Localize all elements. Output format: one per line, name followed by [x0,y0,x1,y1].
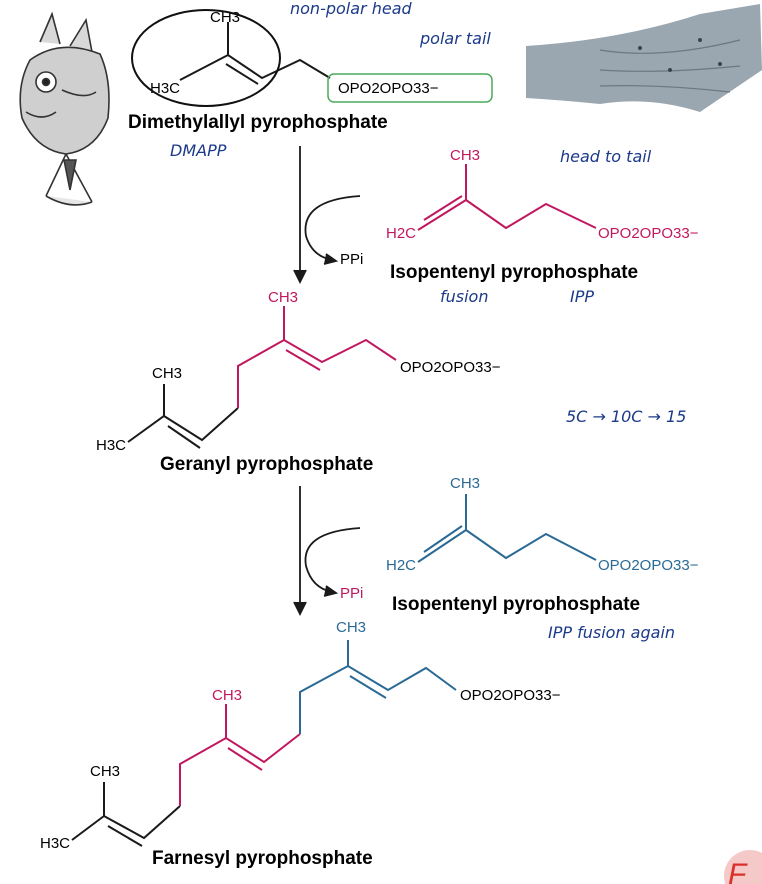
farnesyl-ch3-mid-label: CH3 [212,687,242,704]
farnesyl-ch3-left-label: CH3 [90,763,120,780]
ipp1-ch3-label: CH3 [450,147,480,164]
reaction-arrow-2 [293,486,361,617]
ipp1-h2c-label: H2C [386,225,416,242]
farnesyl-ch3-top-label: CH3 [336,619,366,636]
geranyl-h3c-label: H3C [96,437,126,454]
ipp-note-1: IPP [570,287,594,306]
fish-head-man-illustration [19,11,110,206]
ipp-structure-2 [417,494,597,563]
dmapp-h3c-label: H3C [150,80,180,97]
geranyl-name: Geranyl pyrophosphate [160,454,373,475]
polar-tail-note: polar tail [419,29,491,48]
dmapp-name: Dimethylallyl pyrophosphate [128,112,388,133]
ipp2-h2c-label: H2C [386,557,416,574]
fish-tail-photo [526,4,762,112]
dmapp-structure [179,22,331,85]
corner-badge [724,850,762,884]
ipp1-name: Isopentenyl pyrophosphate [390,262,638,283]
reaction-arrow-1 [293,146,361,285]
geranyl-ch3-left-label: CH3 [152,365,182,382]
nonpolar-head-note: non-polar head [290,0,412,18]
ipp-structure-1 [417,164,597,231]
ipp2-ch3-label: CH3 [450,475,480,492]
ipp1-tail-label: OPO2OPO33− [598,225,699,242]
ppi-label-1: PPi [340,251,363,268]
dmapp-tail-label: OPO2OPO33− [338,80,439,97]
dmapp-abbr-note: DMAPP [170,141,227,160]
farnesyl-tail-label: OPO2OPO33− [460,687,561,704]
farnesyl-structure [71,640,457,847]
farnesyl-h3c-label: H3C [40,835,70,852]
carbon-count-note: 5C → 10C → 15 [566,407,686,426]
ipp-fusion-again-note: IPP fusion again [548,623,675,642]
fusion-note-1: fusion [440,287,488,306]
ppi-label-2: PPi [340,585,363,602]
head-to-tail-note: head to tail [560,147,652,166]
geranyl-ch3-top-label: CH3 [268,289,298,306]
geranyl-structure [127,306,397,449]
ipp2-name: Isopentenyl pyrophosphate [392,594,640,615]
ipp2-tail-label: OPO2OPO33− [598,557,699,574]
polar-tail-box [327,73,493,103]
corner-letter: F [728,858,748,884]
farnesyl-name: Farnesyl pyrophosphate [152,848,373,869]
nonpolar-head-circle [131,9,281,107]
geranyl-tail-label: OPO2OPO33− [400,359,501,376]
